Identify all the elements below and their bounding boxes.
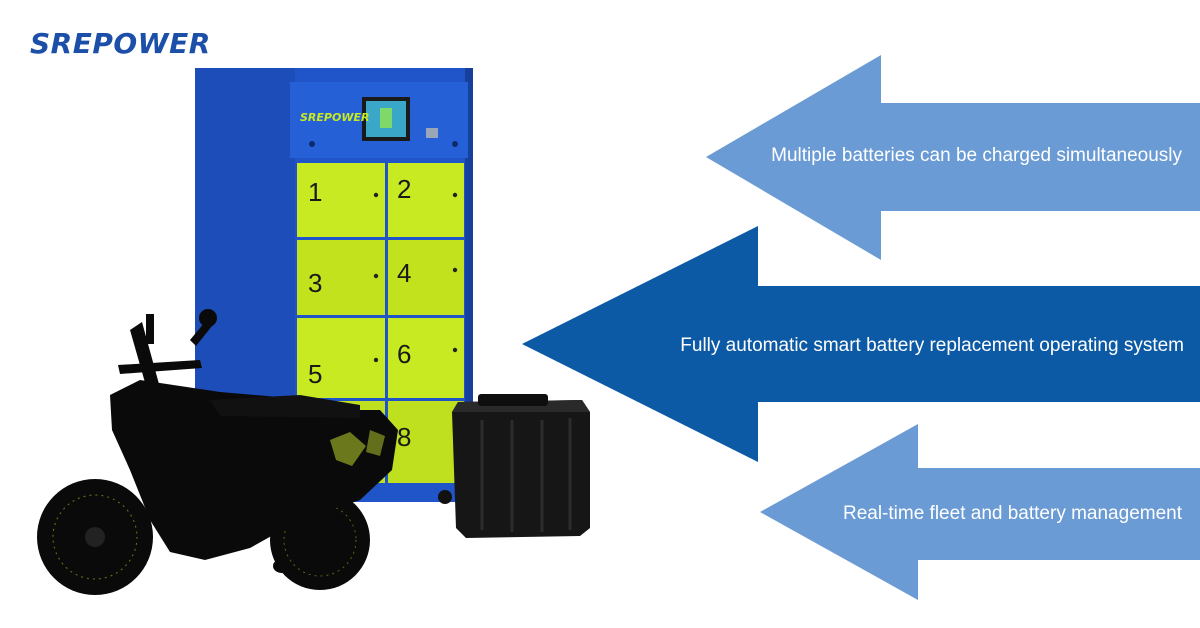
locker-number-8: 8 (397, 422, 411, 452)
feature-text-2: Fully automatic smart battery replacemen… (680, 335, 1184, 356)
brand-logo-text: SREPOWER (30, 27, 211, 60)
battery-pack (452, 394, 590, 538)
arrow-shape-dark (522, 226, 1200, 462)
locker-number-1: 1 (308, 177, 322, 207)
feature-text-3: Real-time fleet and battery management (842, 503, 1182, 524)
card-reader (426, 128, 438, 138)
brand-logo: SREPOWER (30, 27, 211, 60)
feature-arrow-1: Multiple batteries can be charged simult… (706, 55, 1200, 260)
arrow-shape-light (706, 55, 1200, 260)
locker-doors (297, 163, 464, 483)
arrow-shape-light-bottom (760, 424, 1200, 600)
feature-text-1: Multiple batteries can be charged simult… (771, 145, 1182, 166)
locker-number-6: 6 (397, 339, 411, 369)
feature-arrow-2: Fully automatic smart battery replacemen… (522, 226, 1200, 462)
locker-number-5: 5 (308, 359, 322, 389)
motorcycle-silhouette (37, 309, 398, 595)
cabinet-logo: SREPOWER (300, 111, 369, 124)
locker-number-3: 3 (308, 268, 322, 298)
feature-arrow-3: Real-time fleet and battery management (760, 424, 1200, 600)
locker-number-4: 4 (397, 258, 411, 288)
battery-swap-cabinet (195, 68, 473, 504)
cabinet-touchscreen (362, 97, 410, 141)
locker-number-2: 2 (397, 174, 411, 204)
